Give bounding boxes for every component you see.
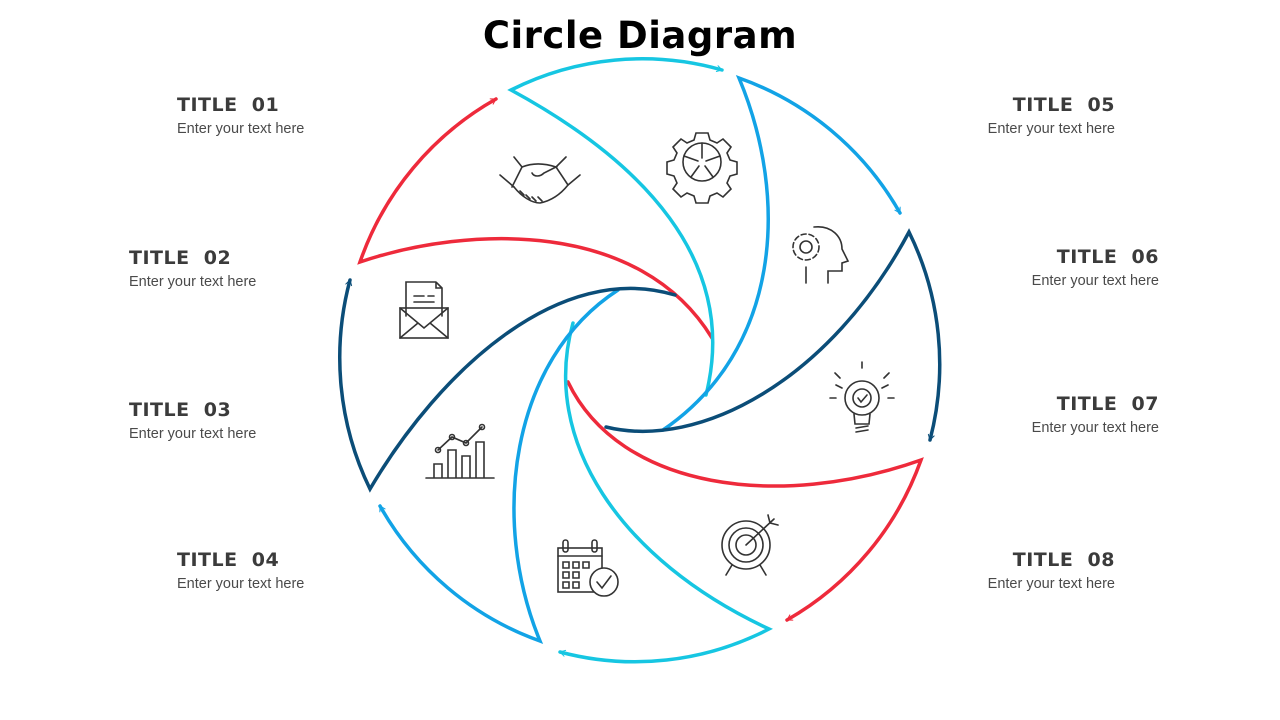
label-06: TITLE 06 Enter your text here [919,246,1159,289]
label-text: Enter your text here [987,576,1115,592]
label-title: TITLE 08 [1012,549,1115,571]
label-text: Enter your text here [987,121,1115,137]
label-04: TITLE 04 Enter your text here [177,549,417,592]
head-gear-icon [792,226,850,284]
segment-06 [661,75,902,432]
target-icon [721,514,779,576]
label-title: TITLE 07 [1056,393,1159,415]
label-text: Enter your text here [1031,273,1159,289]
page-title: Circle Diagram [482,14,798,57]
segment-05 [507,57,724,397]
calendar-check-icon [557,539,619,597]
lightbulb-icon [829,361,895,433]
label-text: Enter your text here [177,576,305,592]
label-07: TITLE 07 Enter your text here [919,393,1159,436]
label-02: TITLE 02 Enter your text here [129,247,369,290]
label-text: Enter your text here [177,121,305,137]
label-text: Enter your text here [129,426,257,442]
label-text: Enter your text here [1031,420,1159,436]
label-01: TITLE 01 Enter your text here [177,94,417,137]
bar-chart-icon [425,423,495,479]
label-05: TITLE 05 Enter your text here [875,94,1115,137]
handshake-icon [499,156,581,204]
label-title: TITLE 04 [177,549,280,571]
label-text: Enter your text here [129,274,257,290]
segment-03 [338,278,677,493]
label-title: TITLE 05 [1012,94,1115,116]
label-03: TITLE 03 Enter your text here [129,399,369,442]
label-title: TITLE 02 [129,247,232,269]
segment-04b [558,321,773,664]
label-title: TITLE 03 [129,399,232,421]
mail-icon [399,281,449,339]
segment-01 [357,97,714,340]
segment-04 [378,288,620,644]
label-title: TITLE 06 [1056,246,1159,268]
gear-icon [666,132,738,204]
segment-08 [566,380,924,622]
label-08: TITLE 08 Enter your text here [875,549,1115,592]
label-title: TITLE 01 [177,94,280,116]
segment-07 [604,228,942,442]
